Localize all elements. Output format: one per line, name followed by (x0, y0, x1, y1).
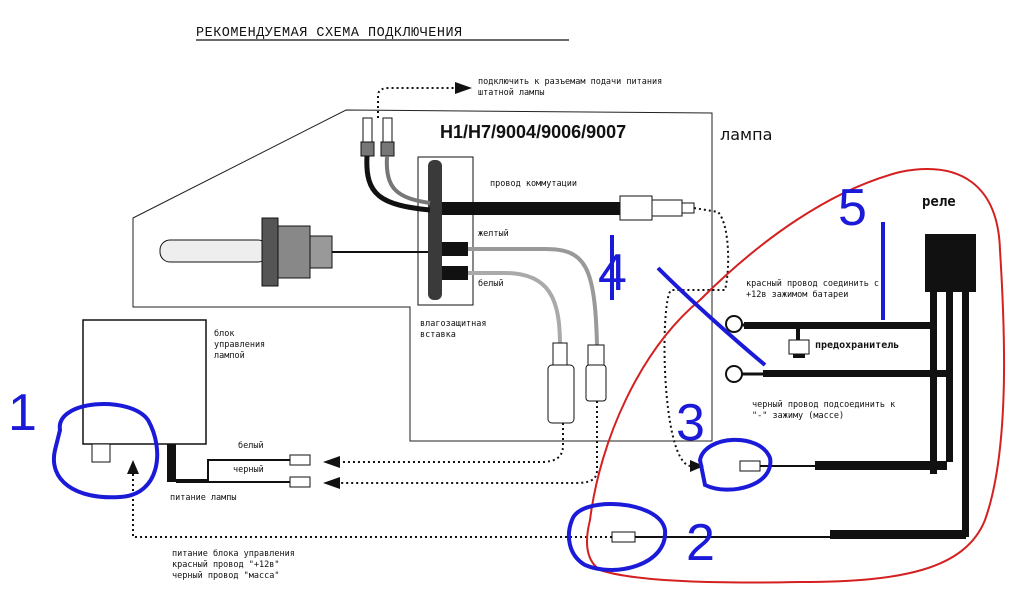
white-wire-stub (442, 266, 468, 280)
dotted-lines (132, 87, 730, 538)
blue-marker-strokes (610, 222, 885, 367)
mark-4: 4 (598, 244, 627, 302)
lamp-power-wires (176, 459, 290, 483)
seal-insert-box (417, 156, 474, 306)
black-gnd-label-line2: "-" зажиму (массе) (752, 411, 844, 421)
battery-wires (744, 322, 966, 539)
switch-connector (619, 195, 695, 221)
red-marker-outline (586, 168, 1006, 584)
fuse-body (788, 339, 810, 358)
lamp-label: лампа (720, 125, 772, 144)
white-wire (468, 271, 562, 346)
control-unit-label-line2: управления (214, 340, 265, 350)
black-gnd-label-line1: черный провод подсоединить к (752, 400, 895, 410)
ctrl-power-label-line3: черный провод "масса" (172, 571, 279, 581)
yellow-wire (468, 247, 599, 346)
top-connectors (360, 117, 431, 213)
control-unit-lead (167, 444, 176, 482)
lamp-housing-outline (132, 109, 713, 442)
switch-wire (442, 202, 620, 215)
fuse-label: предохранитель (815, 340, 899, 351)
mark-3: 3 (676, 394, 705, 452)
switch-wire-label: провод коммутации (490, 179, 577, 189)
mark-1: 1 (8, 384, 37, 442)
red-wire-label-line2: +12в зажимом батареи (746, 289, 848, 300)
diagram-title: РЕКОМЕНДУЕМАЯ СХЕМА ПОДКЛЮЧЕНИЯ (196, 26, 463, 41)
mark-2: 2 (686, 514, 715, 572)
ctrl-power-label-line2: красный провод "+12в" (172, 560, 279, 570)
control-power-plug (611, 531, 636, 543)
yellow-wire-stub (442, 242, 468, 256)
control-unit-plug (91, 443, 111, 463)
lamp-models: H1/H7/9004/9006/9007 (440, 122, 626, 142)
relay-block (925, 234, 976, 292)
yellow-label: желтый (478, 229, 509, 239)
blue-marker-circles (51, 402, 773, 572)
lamp-power-label: питание лампы (170, 493, 237, 503)
seal-insert (428, 160, 442, 300)
seal-label-line1: влагозащитная (420, 319, 487, 329)
dotted-arrowheads (127, 82, 704, 489)
note-top-line2: штатной лампы (478, 88, 545, 98)
ctrl-power-label-line1: питание блока управления (172, 548, 295, 559)
white-label: белый (478, 278, 504, 289)
bulb (159, 217, 430, 287)
mark-5: 5 (838, 179, 867, 237)
lamp-connectors (547, 342, 607, 424)
relay-signal-plug (739, 460, 761, 472)
white-wire-label: белый (238, 440, 264, 451)
control-unit-label-line1: блок (214, 328, 234, 339)
note-top-line1: подключить к разъемам подачи питания (478, 77, 662, 87)
control-unit (82, 319, 207, 445)
seal-label-line2: вставка (420, 330, 456, 340)
lamp-power-plugs (289, 454, 311, 488)
ring-terminals (725, 315, 765, 383)
relay-label: реле (922, 194, 956, 210)
red-wire-label-line1: красный провод соединить с (746, 279, 879, 289)
control-unit-label-line3: лампой (214, 351, 245, 361)
black-wire-label: черный (233, 465, 264, 475)
relay-wires (930, 292, 969, 537)
